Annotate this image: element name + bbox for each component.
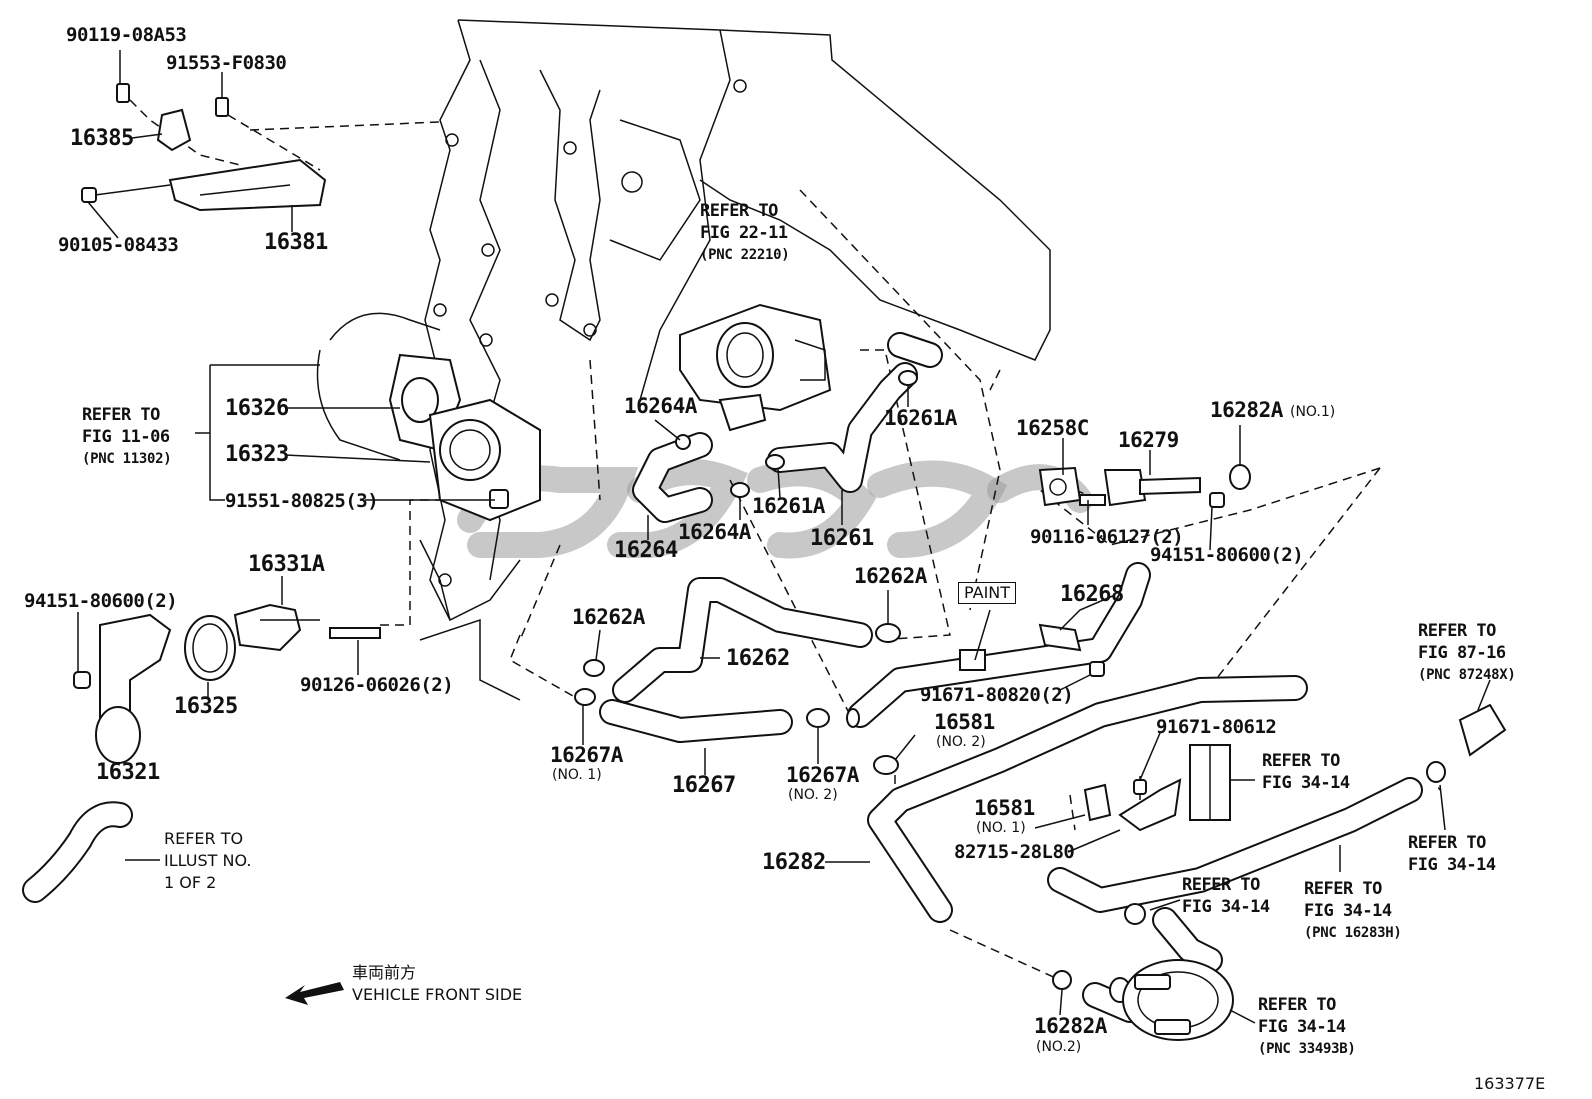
label-91671-80820: 91671-80820(2) <box>920 684 1074 706</box>
label-16261A-top: 16261A <box>884 406 957 430</box>
label-16326: 16326 <box>225 396 289 421</box>
label-16264A-bottom: 16264A <box>678 520 751 544</box>
bracket-parts <box>81 83 327 212</box>
label-16325: 16325 <box>174 694 238 719</box>
label-16381: 16381 <box>264 230 328 255</box>
thermostat-parts <box>73 353 541 764</box>
label-16264: 16264 <box>614 538 678 563</box>
label-16267A-no1-sub: (NO. 1) <box>552 767 602 783</box>
throttle-body <box>679 303 832 432</box>
label-94151-80600-right: 94151-80600(2) <box>1150 544 1304 566</box>
label-16267A-no2: 16267A <box>786 763 859 787</box>
label-16282A-top: 16282A <box>1210 398 1283 422</box>
label-16581-no1-sub: (NO. 1) <box>976 820 1026 836</box>
ref-fig-87-16: REFER TO FIG 87-16 (PNC 87248X) <box>1418 621 1516 683</box>
label-16267A-no2-sub: (NO. 2) <box>788 787 838 803</box>
label-16282A-top-sub: (NO.1) <box>1290 404 1336 420</box>
label-16264A-top: 16264A <box>624 394 697 418</box>
label-16267A-no1: 16267A <box>550 743 623 767</box>
label-91671-80612: 91671-80612 <box>1156 716 1277 738</box>
right-side-parts <box>959 466 1507 1041</box>
ref-fig-34-14-c: REFER TO FIG 34-14 <box>1182 875 1270 917</box>
ref-illust-no: REFER TO ILLUST NO. 1 OF 2 <box>164 829 252 892</box>
label-16323: 16323 <box>225 442 289 467</box>
paint-note-box: PAINT <box>958 582 1017 604</box>
figure-id: 163377E <box>1474 1074 1546 1093</box>
label-16282A-bottom: 16282A <box>1034 1014 1107 1038</box>
label-16258C: 16258C <box>1016 416 1089 440</box>
vehicle-front-arrow-icon <box>285 982 344 1005</box>
label-90105-08433: 90105-08433 <box>58 234 179 256</box>
label-90126-06026: 90126-06026(2) <box>300 674 454 696</box>
label-16268: 16268 <box>1060 582 1124 607</box>
hose-clamps <box>574 370 1446 990</box>
label-94151-80600-left: 94151-80600(2) <box>24 590 178 612</box>
label-16385: 16385 <box>70 126 134 151</box>
label-16581-no2: 16581 <box>934 710 995 734</box>
label-16321: 16321 <box>96 760 160 785</box>
label-16331A: 16331A <box>248 552 325 577</box>
ref-fig-11-06: REFER TO FIG 11-06 (PNC 11302) <box>82 405 172 467</box>
label-16262A-left: 16262A <box>572 605 645 629</box>
ref-fig-34-14-d: REFER TO FIG 34-14 (PNC 16283H) <box>1304 879 1402 941</box>
label-90116-06127: 90116-06127(2) <box>1030 526 1184 548</box>
label-16282A-bottom-sub: (NO.2) <box>1036 1039 1082 1055</box>
label-16581-no1: 16581 <box>974 796 1035 820</box>
label-91553-F0830: 91553-F0830 <box>166 52 287 74</box>
label-82715-28L80: 82715-28L80 <box>954 841 1075 863</box>
label-16262: 16262 <box>726 646 790 671</box>
ref-fig-34-14-a: REFER TO FIG 34-14 <box>1262 751 1350 793</box>
label-16279: 16279 <box>1118 428 1179 452</box>
label-90119-08A53: 90119-08A53 <box>66 24 187 46</box>
label-16581-no2-sub: (NO. 2) <box>936 734 986 750</box>
ref-fig-34-14-b: REFER TO FIG 34-14 <box>1408 833 1496 875</box>
label-16261A-mid: 16261A <box>752 494 825 518</box>
vehicle-front-side-note: 車両前方 VEHICLE FRONT SIDE <box>352 963 523 1004</box>
label-16267: 16267 <box>672 773 736 798</box>
ref-fig-34-14-e: REFER TO FIG 34-14 (PNC 33493B) <box>1258 995 1356 1057</box>
ref-fig-22-11: REFER TO FIG 22-11 (PNC 22210) <box>700 201 790 263</box>
leader-lines <box>77 50 1491 1024</box>
label-16262A-right: 16262A <box>854 564 927 588</box>
label-91551-80825: 91551-80825(3) <box>225 490 379 512</box>
label-16261: 16261 <box>810 526 874 551</box>
label-16282: 16282 <box>762 850 826 875</box>
